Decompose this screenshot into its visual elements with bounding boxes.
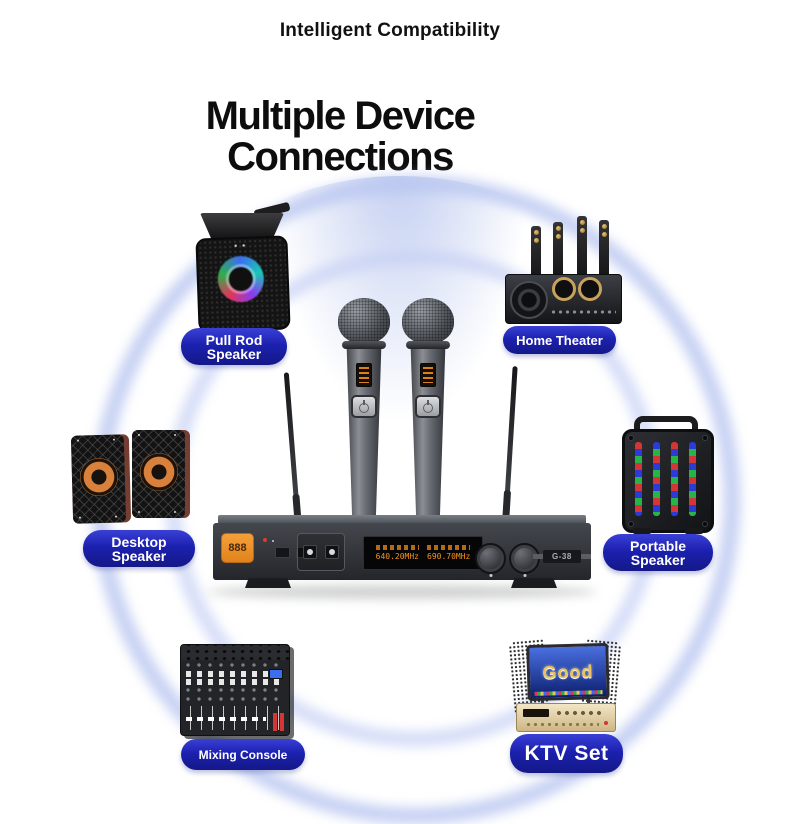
led-column: [689, 442, 696, 516]
desktop-speaker-image: [70, 430, 192, 528]
label-line1: Desktop: [111, 533, 167, 550]
led-column: [653, 442, 660, 516]
mixing-console-image: [180, 644, 290, 736]
microphone-head: [338, 298, 390, 344]
microphone-body: [410, 349, 446, 529]
player-buttons: [555, 710, 605, 716]
speaker-grille: [132, 430, 185, 518]
sync-button-group: [297, 533, 345, 571]
microphone-power-button: [415, 395, 441, 418]
wireless-microphone-left: [338, 298, 390, 529]
label-ktv-set: KTV Set: [510, 734, 623, 773]
microphone-ring: [342, 341, 386, 349]
microphone-power-button: [351, 395, 377, 418]
power-indicator-led: [263, 538, 267, 542]
microphone-body: [346, 349, 382, 529]
mixer-knob-row: [185, 686, 285, 694]
page-subtitle: Intelligent Compatibility: [279, 20, 501, 41]
microphone-head: [402, 298, 454, 344]
av-receiver-box: [505, 274, 622, 324]
subwoofer: [510, 281, 548, 319]
receiver-front-panel: 888 640.20MHz 690.70MHz G-38: [213, 523, 591, 580]
speaker-indicator-dots: [231, 243, 248, 248]
mixer-knob-row: [185, 695, 285, 703]
ktv-touchscreen: Good: [526, 642, 610, 702]
model-label: G-38: [543, 550, 581, 563]
player-button-row: [525, 722, 599, 727]
receiver-shadow: [207, 585, 597, 599]
receiver-unit: 888 640.20MHz 690.70MHz G-38: [207, 515, 597, 599]
label-line1: Mixing Console: [198, 747, 288, 762]
label-line2: Speaker: [206, 345, 262, 362]
wireless-microphone-right: [402, 298, 454, 529]
volume-knob-a: [475, 543, 506, 574]
receiver-top-face: [218, 515, 586, 524]
page-title-line2: Connections: [227, 135, 454, 179]
home-theater-image: [505, 212, 622, 330]
speaker-handle: [634, 416, 698, 438]
bookshelf-speaker: [132, 430, 190, 518]
volume-knob-b: [509, 543, 540, 574]
receiver-button: [275, 547, 290, 558]
power-icon: [423, 402, 433, 413]
receiver-foot: [245, 578, 291, 588]
tower-speaker: [599, 220, 609, 288]
gold-horn-speaker: [552, 277, 576, 301]
label-pull-rod-speaker: Pull Rod Speaker: [181, 328, 287, 365]
tower-speaker: [577, 216, 587, 288]
pull-rod-speaker-image: [192, 201, 292, 333]
brand-badge: 888: [221, 533, 254, 563]
label-line1: Portable: [629, 537, 686, 554]
speaker-cone: [140, 453, 178, 491]
speaker-cone: [79, 457, 119, 497]
bookshelf-speaker: [70, 434, 132, 524]
label-mixing-console: Mixing Console: [181, 739, 305, 770]
mixer-jack-row: [181, 645, 289, 660]
rgb-led-ring: [217, 255, 265, 303]
page-title: Multiple Device Connections: [140, 96, 540, 178]
sync-button-b: [325, 545, 339, 559]
receiver-foot: [511, 578, 557, 588]
speaker-body: [622, 429, 714, 534]
mixer-button-row: [186, 671, 284, 677]
microphone-ring: [406, 341, 450, 349]
led-column: [635, 442, 642, 516]
power-icon: [359, 402, 369, 413]
label-portable-speaker: Portable Speaker: [603, 534, 713, 571]
receiver-lcd-display: 640.20MHz 690.70MHz: [363, 536, 483, 570]
speaker-body: [195, 235, 291, 333]
mixer-knob-row: [185, 661, 285, 669]
label-home-theater: Home Theater: [503, 326, 616, 354]
sync-button-a: [303, 545, 317, 559]
label-line1: Home Theater: [516, 332, 603, 348]
speaker-grille: [70, 434, 127, 524]
mixer-button-row: [186, 679, 284, 685]
mixer-master-faders: [273, 713, 286, 731]
label-line2: Speaker: [111, 547, 167, 564]
ktv-player-box: [516, 703, 616, 732]
label-line1: Pull Rod: [205, 331, 263, 348]
speaker-foot: [633, 528, 651, 534]
label-line1: KTV Set: [524, 741, 609, 765]
microphone-display: [356, 363, 372, 387]
mixer-display: [269, 669, 283, 679]
portable-speaker-image: [622, 416, 714, 534]
page-title-line1: Multiple Device: [205, 94, 476, 138]
player-display: [523, 709, 549, 717]
ktv-screen-text: Good: [542, 660, 594, 683]
channel-b-frequency: 690.70MHz: [427, 545, 470, 561]
ktv-set-image: Good: [507, 636, 623, 732]
knob-row: [550, 309, 616, 315]
microphone-display: [420, 363, 436, 387]
label-desktop-speaker: Desktop Speaker: [83, 530, 195, 567]
tower-speaker: [531, 226, 541, 288]
led-column: [671, 442, 678, 516]
speaker-foot: [685, 528, 703, 534]
channel-a-frequency: 640.20MHz: [376, 545, 419, 561]
gold-horn-speaker: [578, 277, 602, 301]
tower-speaker: [553, 222, 563, 288]
label-line2: Speaker: [630, 551, 686, 568]
mixer-fader-bank: [186, 706, 284, 730]
player-power-led: [604, 721, 608, 725]
